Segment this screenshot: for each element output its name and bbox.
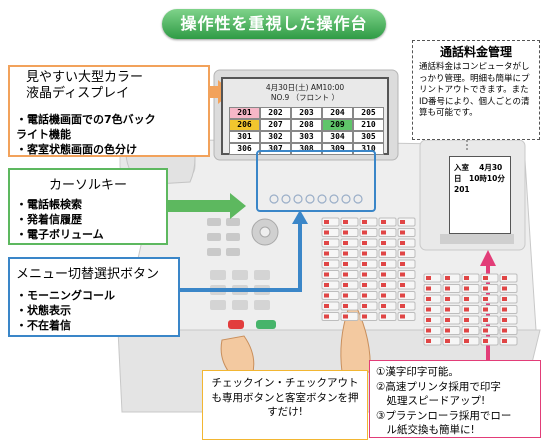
room-cell: 309 [322,143,353,155]
room-cell: 306 [229,143,260,155]
cursor-feature-item: 電子ボリューム [16,227,160,242]
menu-feature-item: 不在着信 [16,318,172,333]
room-cell: 303 [291,131,322,143]
room-cell: 302 [260,131,291,143]
billing-feature-text: 通話料金はコンピュータがしっかり管理。明細も簡単にプリントアウトできます。またI… [419,62,530,119]
room-cell: 206 [229,119,260,131]
printer-feature-item: ①漢字印字可能。 [376,366,459,378]
receipt-paper: 入室 4月30 日 10時10分 201 [449,156,511,234]
lcd-date: 4月30日(土) AM10:00 [265,83,345,92]
room-cell: 210 [353,119,384,131]
display-feature-item: 客室状態画面の色分け [16,142,202,157]
page-title: 操作性を重視した操作台 [162,9,386,39]
room-cell: 209 [322,119,353,131]
room-cell: 301 [229,131,260,143]
receipt-line-1: 入室 4月30 [454,163,503,172]
menu-feature-item: 状態表示 [16,303,172,318]
room-cell: 307 [260,143,291,155]
room-cell: 201 [229,107,260,119]
billing-feature-heading: 通話料金管理 [439,45,512,59]
room-cell: 203 [291,107,322,119]
menu-feature-box: メニュー切替選択ボタン モーニングコール 状態表示 不在着信 [8,257,180,337]
billing-feature-box: 通話料金管理 通話料金はコンピュータがしっかり管理。明細も簡単にプリントアウトで… [412,40,540,140]
room-cell: 208 [291,119,322,131]
checkin-feature-box: チェックイン・チェックアウトも専用ボタンと客室ボタンを押すだけ! [202,370,368,440]
room-cell: 205 [353,107,384,119]
receipt-line-2: 日 10時10分 [454,174,505,183]
cursor-feature-heading: カーソルキー [48,178,127,193]
display-feature-box: 見やすい大型カラー 液晶ディスプレイ 電話機画面での7色バック ライト機能 客室… [8,65,210,157]
display-feature-item: 電話機画面での7色バック ライト機能 [16,112,202,142]
menu-feature-heading: メニュー切替選択ボタン [16,267,160,282]
receipt-line-3: 201 [454,185,470,194]
display-feature-heading: 見やすい大型カラー 液晶ディスプレイ [26,70,144,101]
lcd-station: NO.9 （フロント ） [270,93,340,102]
room-cell: 305 [353,131,384,143]
printer-feature-item: ③プラテンローラ採用でロー ル紙交換も簡単に! [376,409,512,437]
printer-feature-item: ②高速プリンタ採用で印字 処理スピードアップ! [376,380,501,408]
room-cell: 308 [291,143,322,155]
room-cell: 207 [260,119,291,131]
room-cell: 304 [322,131,353,143]
cursor-feature-item: 電話帳検索 [16,197,160,212]
cursor-feature-box: カーソルキー 電話帳検索 発着信履歴 電子ボリューム [8,168,168,245]
room-cell: 202 [260,107,291,119]
cursor-feature-item: 発着信履歴 [16,212,160,227]
printer-feature-box: ①漢字印字可能。 ②高速プリンタ採用で印字 処理スピードアップ! ③プラテンロー… [369,360,541,438]
room-cell: 204 [322,107,353,119]
soft-key-highlight [256,150,376,212]
checkin-feature-text: チェックイン・チェックアウトも専用ボタンと客室ボタンを押すだけ! [211,377,359,418]
room-cell: 310 [353,143,384,155]
menu-feature-item: モーニングコール [16,288,172,303]
